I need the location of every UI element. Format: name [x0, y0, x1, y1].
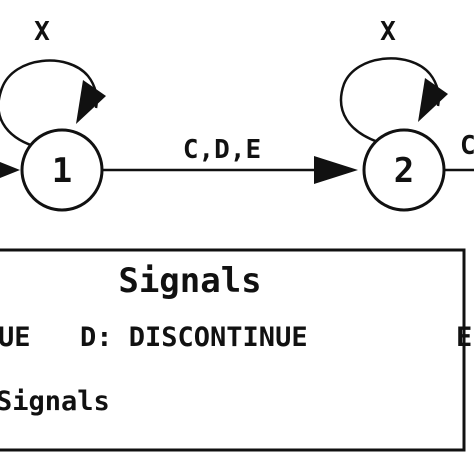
state-1-self-loop-arrowhead	[76, 80, 106, 124]
legend-bottom-fragment: Signals	[0, 386, 110, 417]
legend-row-right-fragment: E	[456, 322, 472, 353]
state-2-self-loop-label: X	[380, 17, 396, 47]
transition-label: C,D,E	[183, 135, 261, 165]
legend-row-middle: D: DISCONTINUE	[80, 322, 308, 353]
state-2: X 2 C	[339, 17, 474, 212]
partial-right-label: C	[460, 131, 474, 161]
transition-arrowhead	[314, 156, 358, 184]
state-2-label: 2	[394, 151, 414, 191]
signals-legend: Signals UE D: DISCONTINUE E Signals	[0, 248, 472, 452]
legend-row-left-fragment: UE	[0, 322, 31, 353]
state-1: X 1	[0, 17, 106, 212]
incoming-arrow-head	[0, 162, 20, 178]
state-1-label: 1	[52, 151, 72, 191]
legend-border	[0, 248, 466, 452]
legend-title: Signals	[118, 261, 261, 301]
transition-1-2: C,D,E	[102, 135, 358, 184]
state-1-self-loop-label: X	[34, 17, 50, 47]
state-2-self-loop-arrowhead	[418, 78, 448, 122]
